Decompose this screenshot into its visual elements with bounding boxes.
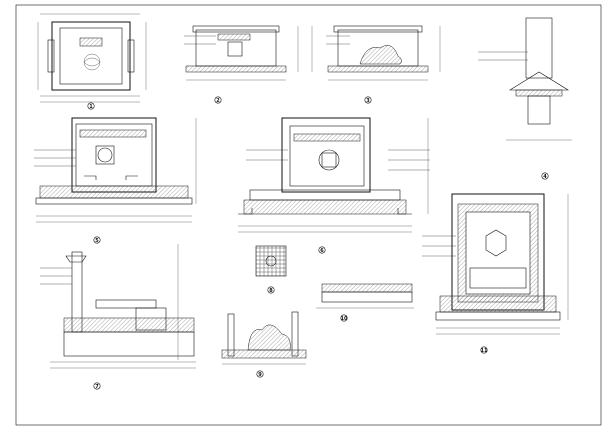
view-number-10: 10 [341,316,348,322]
view-number-11: 11 [481,348,488,354]
view-number-5: 5 [95,238,99,244]
view-number-9: 9 [258,372,262,378]
view-number-1: 1 [89,104,93,110]
view-3-elevation-tree: 3 [311,25,441,104]
view-1-plan: 1 [37,13,147,110]
leader-lines [34,35,528,285]
sheet-border [15,4,602,426]
view-2-elevation: 2 [185,25,299,104]
view-11-gate-section: 11 [435,193,569,354]
view-number-3: 3 [366,98,370,104]
view-9-rock-sculpture: 9 [221,311,307,378]
view-number-2: 2 [216,98,220,104]
view-10-beam-detail: 10 [316,283,414,322]
view-5-front-elevation: 5 [35,117,197,244]
view-6-stepped-elevation: 6 [238,117,429,254]
view-4-cap-section: 4 [506,17,572,180]
view-number-4: 4 [543,174,547,180]
view-7-column-section: 7 [50,244,196,390]
view-number-7: 7 [95,384,99,390]
view-number-6: 6 [320,248,324,254]
view-number-8: 8 [269,288,273,294]
view-8-grid-panel: 8 [255,245,287,294]
